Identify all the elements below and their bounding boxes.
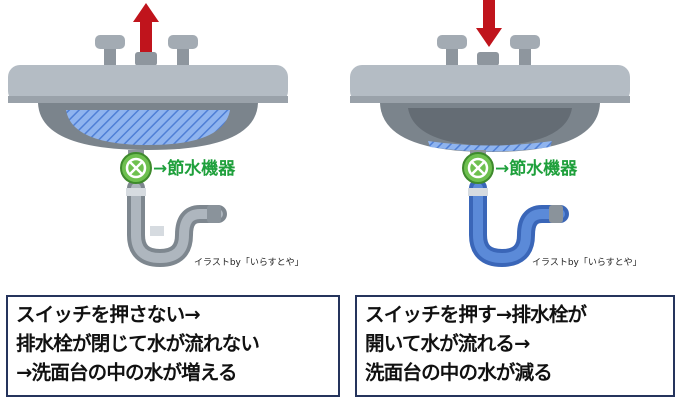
counter-right [350,65,630,103]
caption-right-line-1: スイッチを押す→排水栓が [365,303,587,326]
arrow-up-icon [133,3,159,52]
faucet-left [95,35,198,66]
caption-right-line-2: 開いて水が流れる→ [365,332,530,355]
water-right [428,141,552,152]
credit-right: イラストby「いらすとや」 [532,257,642,268]
caption-right-line-3: 洗面台の中の水が減る [365,361,553,384]
sink-left: →節水機器 イラストby「いらすとや」 [8,3,304,268]
caption-left-line-1: スイッチを押さない→ [16,303,201,326]
pipe-left [127,179,227,268]
counter-left [8,65,288,103]
caption-left: スイッチを押さない→ 排水栓が閉じて水が流れない →洗面台の中の水が増える [6,295,340,397]
device-label-left: →節水機器 [153,158,236,179]
caption-left-line-3: →洗面台の中の水が増える [16,361,237,384]
arrow-down-icon [476,0,502,47]
caption-left-line-2: 排水栓が閉じて水が流れない [16,332,260,355]
faucet-right [437,35,540,66]
illustration-canvas: →節水機器 イラストby「いらすとや」 [8,0,642,268]
credit-left: イラストby「いらすとや」 [194,257,304,268]
device-label-right: →節水機器 [495,158,578,179]
sink-right: →節水機器 イラストby「いらすとや」 [350,0,642,268]
water-left [66,110,230,145]
valve-x-icon [462,152,494,184]
valve-x-icon [120,152,152,184]
caption-right: スイッチを押す→排水栓が 開いて水が流れる→ 洗面台の中の水が減る [355,295,675,397]
pipe-right [469,179,569,268]
